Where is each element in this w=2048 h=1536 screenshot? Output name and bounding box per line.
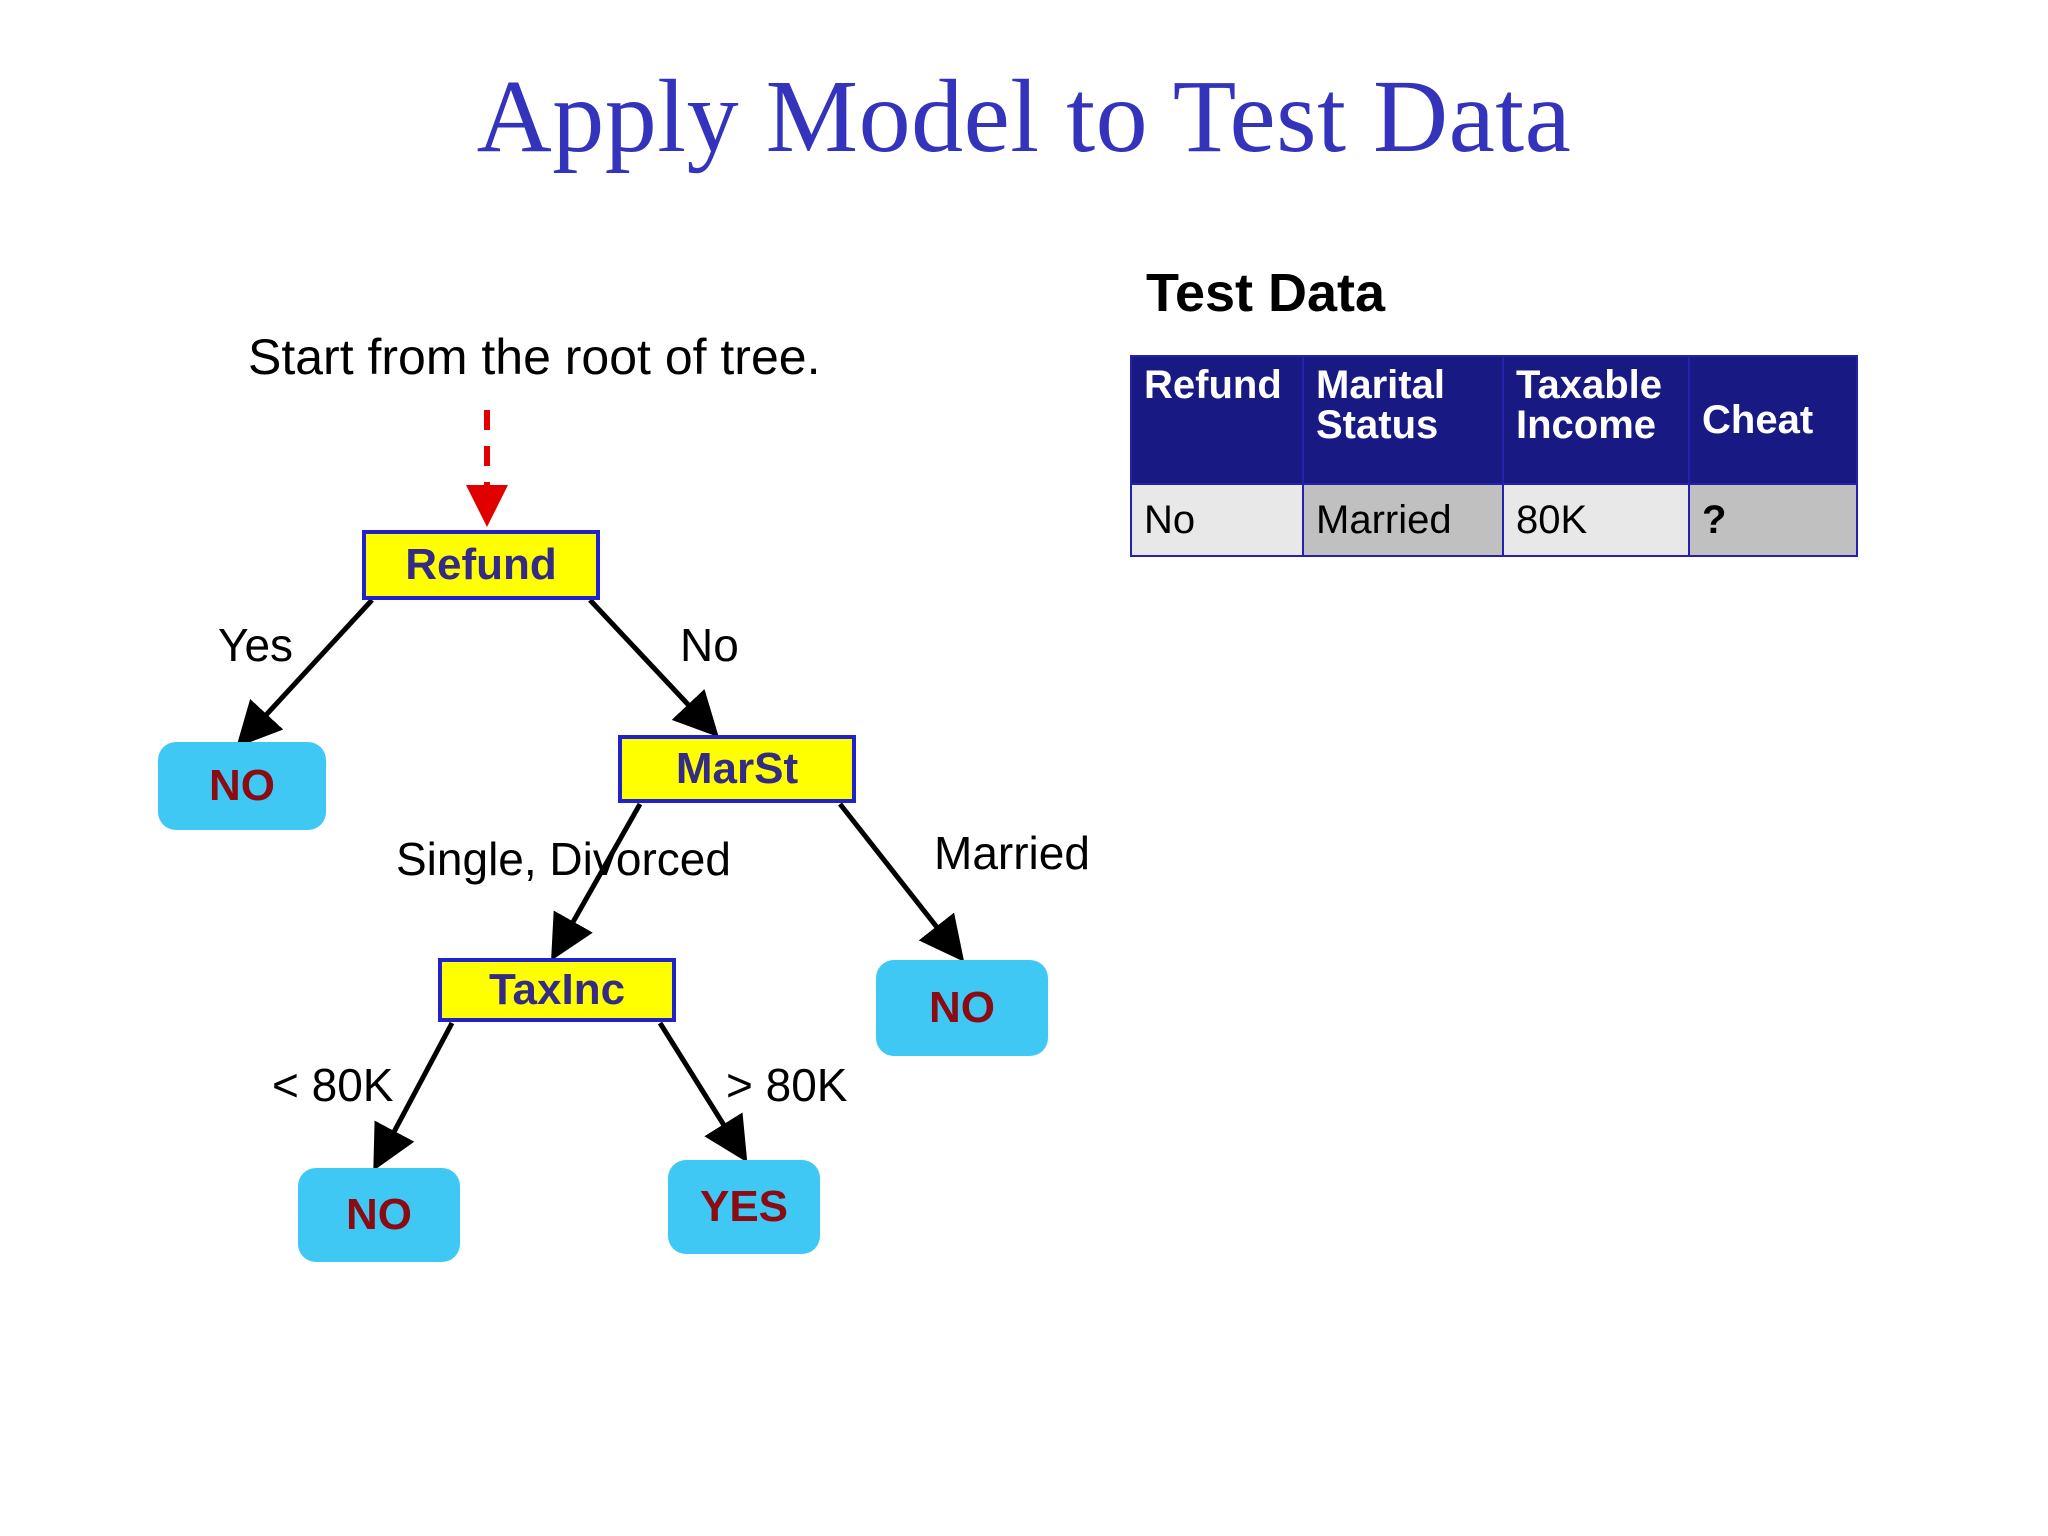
edge-label-yes: Yes <box>218 619 294 671</box>
start-note-text: Start from the root of tree. <box>248 329 821 385</box>
cell-cheat: ? <box>1688 483 1858 557</box>
column-header-taxable-income: Taxable Income <box>1502 355 1690 485</box>
test-data-heading: Test Data <box>1146 263 1386 323</box>
decision-node-taxinc[interactable]: TaxInc <box>438 958 676 1022</box>
column-header-refund: Refund <box>1130 355 1304 485</box>
leaf-node-no-married[interactable]: NO <box>876 960 1048 1056</box>
column-header-cheat: Cheat <box>1688 355 1858 485</box>
leaf-node-no-low-income[interactable]: NO <box>298 1168 460 1262</box>
column-header-income-line1: Taxable <box>1516 363 1662 407</box>
decision-node-marst[interactable]: MarSt <box>618 735 856 803</box>
leaf-node-no-refund-yes[interactable]: NO <box>158 742 326 830</box>
edge-label-greater-than-80k: > 80K <box>726 1059 848 1111</box>
column-header-marital-line1: Marital <box>1316 363 1445 407</box>
page-title: Apply Model to Test Data <box>476 59 1572 174</box>
cell-marital-status: Married <box>1302 483 1504 557</box>
edge-label-married: Married <box>934 827 1090 879</box>
edge-label-less-than-80k: < 80K <box>272 1059 394 1111</box>
table-row: No Married 80K ? <box>1130 483 1858 557</box>
column-header-marital-line2: Status <box>1316 403 1439 447</box>
column-header-cheat-line1: Cheat <box>1702 398 1814 442</box>
column-header-marital-status: Marital Status <box>1302 355 1504 485</box>
cell-refund: No <box>1130 483 1304 557</box>
column-header-refund-line1: Refund <box>1144 363 1282 407</box>
decision-node-refund[interactable]: Refund <box>362 530 600 600</box>
cell-taxable-income: 80K <box>1502 483 1690 557</box>
test-data-table: Refund Marital Status Taxable Income Che… <box>1130 355 1858 557</box>
table-header-row: Refund Marital Status Taxable Income Che… <box>1130 355 1858 485</box>
edge-label-no: No <box>680 619 739 671</box>
leaf-node-yes-high-income[interactable]: YES <box>668 1160 820 1254</box>
column-header-income-line2: Income <box>1516 403 1657 447</box>
edge-label-single-divorced: Single, Divorced <box>396 833 731 885</box>
